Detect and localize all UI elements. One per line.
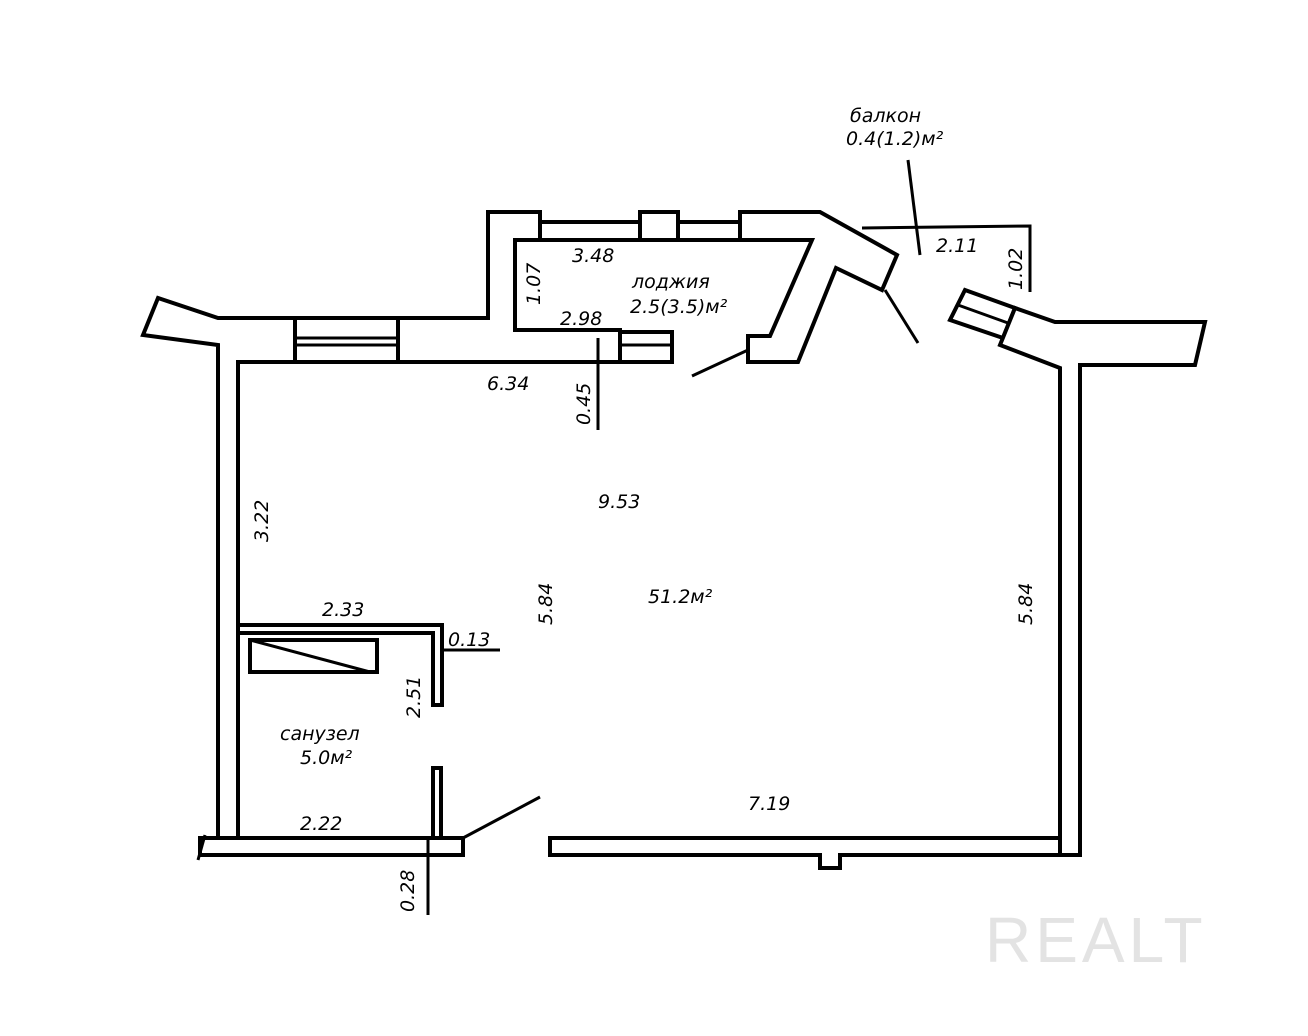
watermark-logo: REALT [985, 904, 1207, 976]
main-area: 51.2м² [648, 586, 713, 608]
balcony-name: балкон [850, 105, 921, 127]
dim-bottom-right: 7.19 [748, 793, 790, 815]
walls [140, 210, 1208, 870]
dim-balcony-width: 2.11 [936, 235, 978, 257]
bathroom-wall [236, 623, 444, 707]
dim-bath-side: 2.51 [403, 676, 425, 718]
dim-main-length: 9.53 [598, 491, 640, 513]
dim-bath-bottom: 2.22 [300, 813, 342, 835]
bathtub-diagonal [249, 638, 371, 674]
dim-bath-partition: 0.13 [448, 629, 490, 651]
dim-left-wall: 3.22 [251, 500, 273, 542]
dim-top-wall: 6.34 [487, 373, 529, 395]
right-top-wall-stub [997, 305, 1208, 857]
bathroom-name: санузел [280, 723, 360, 745]
fixtures [248, 289, 920, 840]
loggia-area: 2.5(3.5)м² [630, 296, 728, 318]
labels: балкон 0.4(1.2)м² лоджия 2.5(3.5)м² 3.48… [251, 105, 1037, 912]
balcony-area: 0.4(1.2)м² [846, 128, 944, 150]
dim-main-depth-center: 5.84 [535, 583, 557, 625]
window-left [293, 316, 400, 364]
bathroom-wall-lower [431, 766, 443, 840]
loggia-name: лоджия [631, 271, 710, 293]
bathroom-area: 5.0м² [300, 747, 353, 769]
dim-loggia-top: 3.48 [572, 245, 614, 267]
door-swing [883, 289, 920, 344]
door-swing [462, 795, 541, 840]
loggia-right-wall [738, 210, 900, 364]
dim-loggia-bottom: 2.98 [560, 308, 602, 330]
dim-balcony-depth: 1.02 [1005, 248, 1027, 290]
dim-wall-offset: 0.45 [573, 383, 595, 425]
dim-bath-top: 2.33 [322, 599, 364, 621]
loggia-left-wall [396, 210, 622, 364]
left-top-wall-stub [140, 295, 297, 840]
dimension-lines [426, 159, 922, 915]
door-swing [691, 348, 749, 378]
bottom-wall-left [198, 836, 465, 857]
window-loggia-bottom [618, 330, 674, 364]
dim-main-depth-right: 5.84 [1015, 583, 1037, 625]
dim-bottom-wall: 0.28 [397, 870, 419, 912]
dim-loggia-depth: 1.07 [523, 263, 545, 305]
bottom-wall-right [548, 836, 1062, 870]
loggia-pillar [638, 210, 680, 242]
